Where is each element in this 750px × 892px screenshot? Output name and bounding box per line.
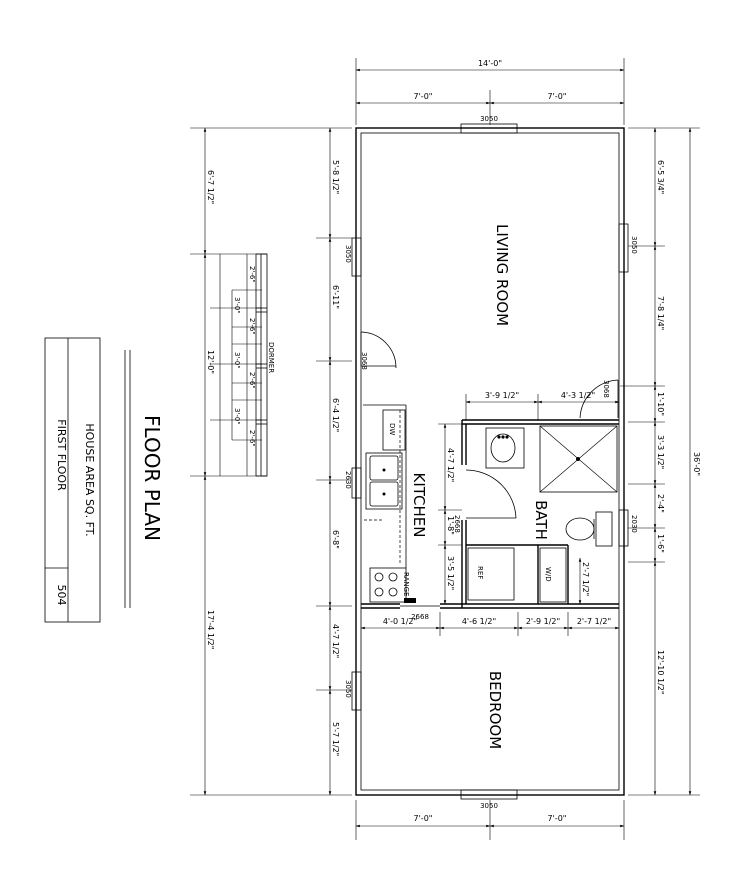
svg-text:2668: 2668 [453,515,461,533]
svg-text:6'-7 1/2": 6'-7 1/2" [206,170,215,204]
svg-text:3050: 3050 [344,680,352,698]
svg-text:3'-0": 3'-0" [233,352,241,369]
svg-text:12'-10 1/2": 12'-10 1/2" [656,650,665,695]
svg-text:2668: 2668 [411,613,429,621]
svg-text:1'-10": 1'-10" [656,392,665,416]
svg-text:4'-0 1/2": 4'-0 1/2" [383,617,417,626]
svg-text:2'-6": 2'-6" [248,430,256,447]
svg-text:3'-9 1/2": 3'-9 1/2" [485,391,519,400]
svg-text:4'-3 1/2": 4'-3 1/2" [561,391,595,400]
shower [539,425,618,493]
svg-text:2'-6": 2'-6" [248,318,256,335]
svg-text:5'-8 1/2": 5'-8 1/2" [331,160,340,194]
area-table: HOUSE AREA SQ. FT. FIRST FLOOR 504 [44,337,101,623]
kitchen-counter [363,404,407,568]
window-left-kitchen [351,467,362,499]
svg-text:4'-7 1/2": 4'-7 1/2" [446,448,455,482]
svg-text:6'-5 3/4": 6'-5 3/4" [656,160,665,194]
living-room-label: LIVING ROOM [493,224,511,326]
washer-dryer: W/D [539,547,567,603]
svg-text:36'-0": 36'-0" [692,452,701,476]
window-left-living [351,237,362,277]
svg-text:2'-9 1/2": 2'-9 1/2" [526,617,560,626]
svg-text:2'-4": 2'-4" [656,494,665,513]
window-top [460,123,518,134]
svg-text:3'-0": 3'-0" [233,408,241,425]
svg-text:7'-0": 7'-0" [414,814,433,823]
area-table-row-label: FIRST FLOOR [55,419,68,491]
svg-text:4'-7 1/2": 4'-7 1/2" [331,624,340,658]
svg-text:1'-6": 1'-6" [656,534,665,553]
kitchen-bath-door-swing [465,469,517,519]
svg-text:7'-0": 7'-0" [548,92,567,101]
svg-text:7'-0": 7'-0" [548,814,567,823]
svg-text:3050: 3050 [344,245,352,263]
svg-text:3068: 3068 [602,380,610,398]
toilet [565,511,613,547]
svg-text:3050: 3050 [480,802,498,810]
doors: 3068 3068 2668 2668 [360,331,619,621]
washer-dryer-label: W/D [544,567,552,582]
area-table-header: HOUSE AREA SQ. FT. [83,423,96,536]
window-left-bedroom [351,671,362,711]
svg-text:3050: 3050 [480,115,498,123]
svg-text:1'-8": 1'-8" [446,516,455,535]
range: RANGE [369,567,416,603]
svg-text:2'-6": 2'-6" [248,266,256,283]
svg-text:2'-6": 2'-6" [248,372,256,389]
svg-text:2030: 2030 [630,515,638,533]
dishwasher: DW [382,409,406,451]
svg-text:12'-0": 12'-0" [206,350,215,374]
window-right-living [618,223,629,273]
svg-text:6'-11": 6'-11" [331,285,340,309]
kitchen-label: KITCHEN [410,473,428,538]
kitchen-sink [365,452,403,510]
window-bottom [460,789,518,800]
svg-text:2'-7 1/2": 2'-7 1/2" [581,562,590,596]
range-label: RANGE [402,572,410,596]
svg-text:3'-5 1/2": 3'-5 1/2" [446,556,455,590]
refrigerator: REF [467,547,515,601]
svg-text:3'-0": 3'-0" [233,297,241,314]
dormer: DORMER [255,253,275,477]
area-table-row-value: 504 [55,585,68,606]
svg-text:3068: 3068 [360,352,368,370]
bedroom-label: BEDROOM [486,671,504,749]
dormer-label: DORMER [267,342,275,373]
svg-text:6'-8": 6'-8" [331,530,340,549]
svg-text:7'-0": 7'-0" [414,92,433,101]
interior-walls [361,419,619,609]
svg-text:4'-6 1/2": 4'-6 1/2" [462,617,496,626]
bath-door-swing [579,379,619,419]
bath-label: BATH [532,500,550,540]
svg-text:3050: 3050 [630,236,638,254]
entry-door-swing [360,331,397,369]
bath-sink [485,427,525,469]
svg-text:7'-8 1/4": 7'-8 1/4" [656,296,665,330]
dimensions: 14'-0" 7'-0" 7'-0" 7'-0" 7'-0" 36'-0" 6'… [190,58,701,840]
svg-text:14'-0": 14'-0" [478,59,502,68]
refrigerator-label: REF [476,566,484,579]
svg-text:3'-3 1/2": 3'-3 1/2" [656,435,665,469]
dishwasher-label: DW [388,423,396,435]
svg-text:6'-4 1/2": 6'-4 1/2" [331,398,340,432]
svg-text:17'-4 1/2": 17'-4 1/2" [206,610,215,649]
svg-text:5'-7 1/2": 5'-7 1/2" [331,722,340,756]
plan-title: FLOOR PLAN [140,415,164,541]
title-block: FLOOR PLAN [124,350,164,608]
svg-text:2'-7 1/2": 2'-7 1/2" [577,617,611,626]
